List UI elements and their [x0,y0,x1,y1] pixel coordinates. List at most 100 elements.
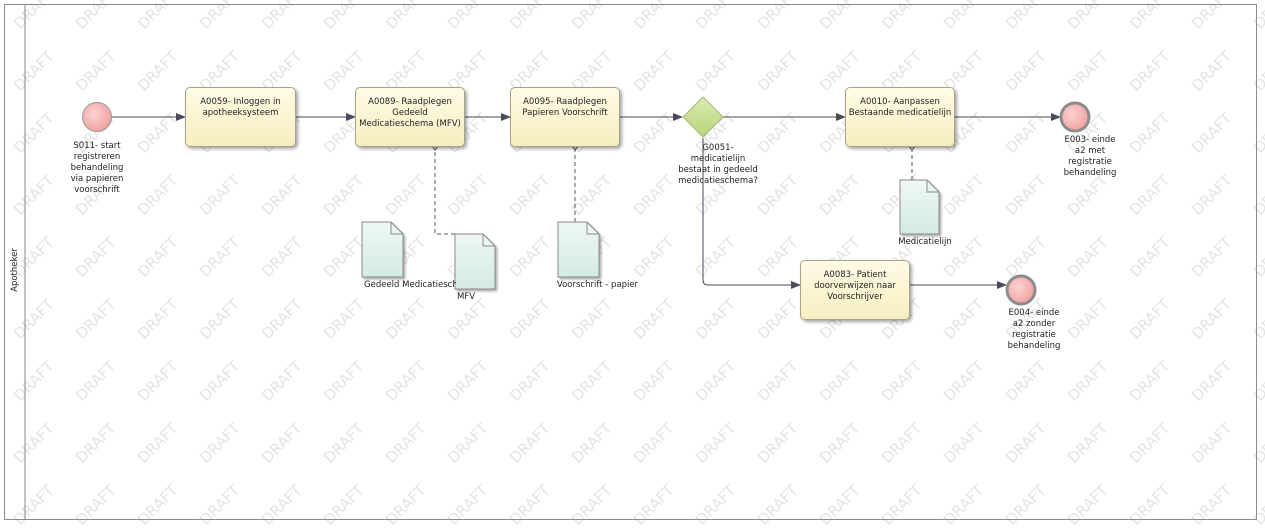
draft-watermark: DRAFT [1250,295,1265,343]
pool-frame [4,4,1257,520]
task-a0089-label: A0089- Raadplegen Gedeeld Medicatieschem… [359,97,461,129]
draft-watermark: DRAFT [754,357,802,405]
draft-watermark: DRAFT [692,47,740,95]
draft-watermark: DRAFT [568,357,616,405]
draft-watermark: DRAFT [1064,419,1112,467]
draft-watermark: DRAFT [1250,233,1265,281]
draft-watermark: DRAFT [444,171,492,219]
draft-watermark: DRAFT [10,109,58,157]
draft-watermark: DRAFT [134,295,182,343]
draft-watermark: DRAFT [692,295,740,343]
draft-watermark: DRAFT [10,481,58,529]
draft-watermark: DRAFT [1188,295,1236,343]
draft-watermark: DRAFT [878,481,926,529]
end-event-e004[interactable] [1005,274,1037,306]
draft-watermark: DRAFT [878,419,926,467]
draft-watermark: DRAFT [1126,481,1174,529]
draft-watermark: DRAFT [940,171,988,219]
document-icon-voorschrift-papier[interactable] [557,221,600,278]
draft-watermark: DRAFT [72,357,120,405]
draft-watermark: DRAFT [754,481,802,529]
draft-watermark: DRAFT [1064,357,1112,405]
start-event-s011[interactable] [81,101,113,133]
task-a0059[interactable]: A0059- Inloggen in apotheeksysteem [185,87,296,147]
draft-watermark: DRAFT [816,419,864,467]
document-label-gedeeld-medicatieschema: Gedeeld Medicatieschema [364,280,456,290]
draft-watermark: DRAFT [1002,47,1050,95]
draft-watermark: DRAFT [506,295,554,343]
draft-watermark: DRAFT [1126,295,1174,343]
draft-watermark: DRAFT [72,47,120,95]
draft-watermark: DRAFT [382,357,430,405]
draft-watermark: DRAFT [320,233,368,281]
draft-watermark: DRAFT [258,233,306,281]
draft-watermark: DRAFT [692,357,740,405]
draft-watermark: DRAFT [940,357,988,405]
draft-watermark: DRAFT [630,233,678,281]
draft-watermark: DRAFT [506,233,554,281]
draft-watermark: DRAFT [816,171,864,219]
document-label-mfv: MFV [456,292,476,302]
draft-watermark: DRAFT [1126,419,1174,467]
document-label-medicatielijn: Medicatielijn [898,237,952,247]
gateway-label: G0051- medicatielijn bestaat in gedeeld … [678,143,758,186]
draft-watermark: DRAFT [506,419,554,467]
document-icon-gedeeld-medicatieschema[interactable] [361,221,404,278]
association-mfv-to-a0089[interactable] [435,150,455,235]
draft-watermark: DRAFT [196,357,244,405]
draft-watermark: DRAFT [382,481,430,529]
draft-watermark: DRAFT [1126,233,1174,281]
sequence-flows [112,113,1061,289]
draft-watermark: DRAFT [630,295,678,343]
draft-watermark: DRAFT [568,481,616,529]
task-a0095[interactable]: A0095- Raadplegen Papieren Voorschrift [510,87,620,147]
draft-watermark: DRAFT [630,357,678,405]
draft-watermark: DRAFT [568,295,616,343]
draft-watermark: DRAFT [1002,481,1050,529]
draft-watermark: DRAFT [1002,357,1050,405]
draft-watermark: DRAFT [382,419,430,467]
draft-watermark: DRAFT [754,233,802,281]
draft-watermark: DRAFT [1126,47,1174,95]
draft-watermark: DRAFT [196,295,244,343]
draft-watermark: DRAFT [1188,171,1236,219]
document-icon-medicatielijn[interactable] [899,179,940,235]
task-a0083-label: A0083- Patient doorverwijzen naar Voorsc… [814,270,896,302]
draft-watermark: DRAFT [1250,47,1265,95]
draft-watermark: DRAFT [692,481,740,529]
draft-watermark: DRAFT [134,419,182,467]
flow-gateway-to-a0083[interactable] [702,138,801,289]
draft-watermark: DRAFT [10,47,58,95]
draft-watermark: DRAFT [72,481,120,529]
draft-watermark: DRAFT [1188,357,1236,405]
task-a0059-label: A0059- Inloggen in apotheeksysteem [200,97,281,118]
draft-watermark: DRAFT [1002,109,1050,157]
draft-watermark: DRAFT [940,419,988,467]
task-a0010[interactable]: A0010- Aanpassen Bestaande medicatielijn [845,87,955,147]
draft-watermark: DRAFT [258,171,306,219]
draft-watermark: DRAFT [320,295,368,343]
draft-watermark: DRAFT [72,295,120,343]
draft-watermark: DRAFT [754,419,802,467]
draft-watermark: DRAFT [816,357,864,405]
gateway-g0051[interactable] [682,96,724,138]
draft-watermark-layer: DRAFT DRAFT DRAFT DRAFT DRAFT DRAFT DRAFT DRAFT… [10,0,1265,529]
draft-watermark: DRAFT [10,357,58,405]
task-a0083[interactable]: A0083- Patient doorverwijzen naar Voorsc… [800,260,910,320]
task-a0089[interactable]: A0089- Raadplegen Gedeeld Medicatieschem… [355,87,465,147]
document-icon-mfv[interactable] [454,233,496,290]
lane-label-text: Apotheker [10,248,20,292]
draft-watermark: DRAFT [320,419,368,467]
draft-watermark: DRAFT [940,295,988,343]
end-event-e003[interactable] [1059,101,1091,133]
document-label-voorschrift-papier: Voorschrift - papier [556,280,639,290]
draft-watermark: DRAFT [878,357,926,405]
draft-watermark: DRAFT [196,171,244,219]
draft-watermark: DRAFT [10,419,58,467]
draft-watermark: DRAFT [196,233,244,281]
draft-watermark: DRAFT [1250,481,1265,529]
lane-label: Apotheker [4,240,26,300]
draft-watermark: DRAFT [134,233,182,281]
draft-watermark: DRAFT [506,481,554,529]
